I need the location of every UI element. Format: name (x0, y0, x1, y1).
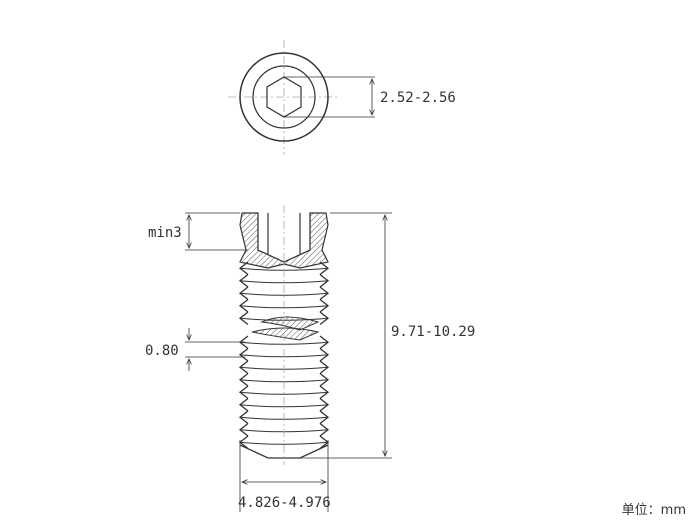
top-view (228, 40, 375, 155)
outer-circle (239, 52, 329, 142)
pitch-label: 0.80 (145, 343, 179, 359)
thread-crest-line (239, 280, 329, 284)
socket-width-label: 2.52-2.56 (380, 90, 456, 106)
break-section-lower (251, 327, 320, 341)
thread-crest-line (239, 391, 329, 395)
length-label: 9.71-10.29 (391, 324, 475, 340)
inner-circle (252, 65, 316, 129)
diameter-label: 4.826-4.976 (238, 495, 331, 511)
thread-crest-line (239, 292, 329, 296)
break-section-upper (260, 316, 320, 331)
socket-depth-label: min3 (148, 225, 182, 241)
unit-label: 单位：mm (621, 503, 686, 518)
thread-crest-line (239, 441, 329, 445)
thread-crest-line (239, 404, 329, 408)
side-view (238, 205, 330, 465)
thread-crest-line (239, 341, 329, 345)
dimensions (185, 212, 392, 512)
